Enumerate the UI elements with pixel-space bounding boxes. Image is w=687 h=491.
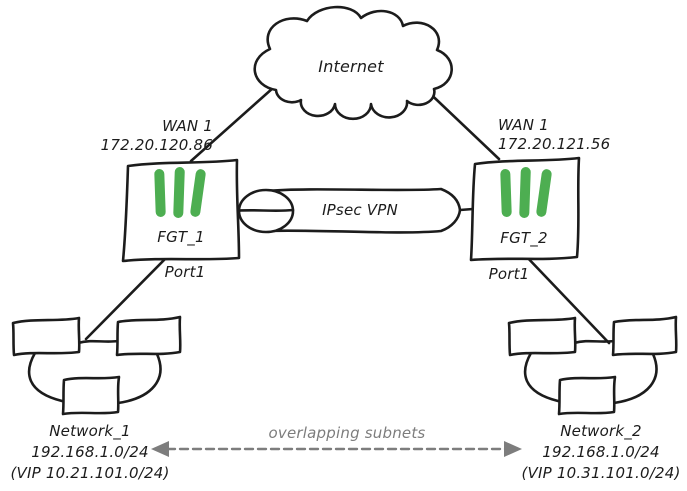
network1-vip: (VIP 10.21.101.0/24) — [10, 464, 170, 482]
lan-connector — [76, 339, 120, 345]
port1-right-label: Port1 — [488, 265, 530, 283]
internet-cloud — [253, 5, 453, 121]
ipsec-vpn-label: IPsec VPN — [322, 201, 398, 219]
overlapping-subnets-label: overlapping subnets — [268, 424, 426, 442]
network2-subnet: 192.168.1.0/24 — [542, 443, 660, 461]
network2-cluster — [507, 315, 678, 416]
wan-left-block: WAN 1 172.20.120.86 — [55, 117, 213, 155]
fgt2-label: FGT_2 — [500, 229, 548, 247]
host-box — [115, 315, 182, 357]
fortigate-bars-icon — [500, 167, 552, 218]
port1-left-label: Port1 — [164, 263, 206, 281]
host-box — [11, 316, 81, 357]
lan-curve — [116, 352, 162, 405]
wan-right-label: WAN 1 — [498, 116, 549, 134]
network1-subnet: 192.168.1.0/24 — [31, 443, 149, 461]
network1-block: Network_1 192.168.1.0/24 (VIP 10.21.101.… — [4, 421, 176, 484]
overlap-arrow — [151, 441, 522, 457]
tunnel-link-right — [458, 207, 475, 212]
network2-block: Network_2 192.168.1.0/24 (VIP 10.31.101.… — [514, 421, 687, 484]
network1-name: Network_1 — [49, 422, 131, 440]
host-box — [61, 375, 121, 416]
lan-link-left — [84, 252, 172, 341]
lan-curve — [612, 352, 658, 405]
wan-left-ip: 172.20.120.86 — [100, 136, 213, 154]
network1-cluster — [11, 315, 182, 416]
fortigate-bars-icon — [154, 167, 206, 218]
arrowhead-right-icon — [504, 441, 522, 457]
wan-left-label: WAN 1 — [162, 117, 213, 135]
tunnel-axis-line — [232, 208, 295, 213]
arrowhead-left-icon — [151, 441, 169, 457]
lan-curve — [27, 351, 64, 403]
fgt1-label: FGT_1 — [157, 228, 205, 246]
wan-right-block: WAN 1 172.20.121.56 — [498, 116, 668, 154]
internet-label: Internet — [318, 57, 384, 76]
lan-curve — [523, 351, 560, 403]
network2-name: Network_2 — [560, 422, 642, 440]
lan-link-right — [522, 252, 611, 345]
wan-right-ip: 172.20.121.56 — [498, 135, 611, 153]
host-box — [611, 315, 678, 357]
wan-link-left — [189, 78, 284, 163]
host-box — [557, 375, 617, 416]
host-box — [507, 316, 577, 357]
lan-connector — [572, 339, 616, 345]
network2-vip: (VIP 10.31.101.0/24) — [521, 464, 681, 482]
